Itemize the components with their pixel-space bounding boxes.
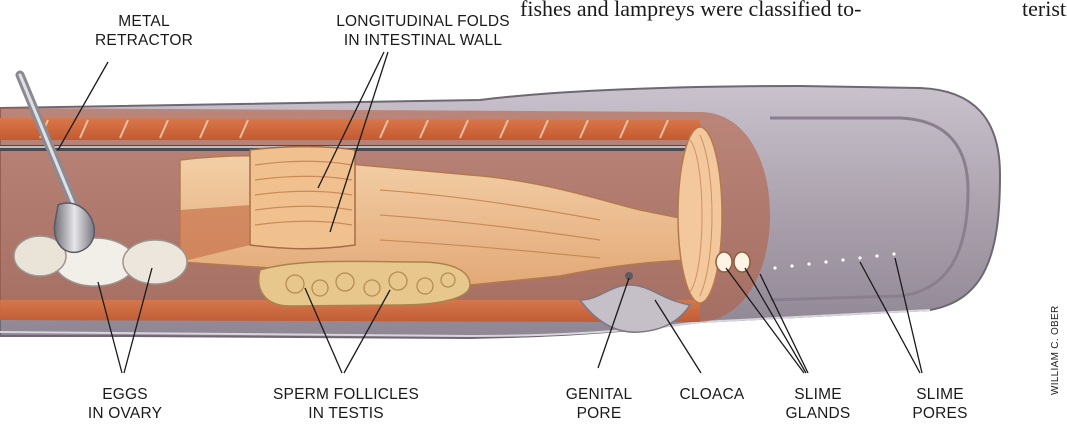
label-line: IN INTESTINAL WALL xyxy=(308,31,538,50)
label-line: CLOACA xyxy=(662,385,762,404)
label-line: GLANDS xyxy=(768,404,868,423)
label-line: EGGS xyxy=(70,385,180,404)
label-line: SLIME xyxy=(768,385,868,404)
label-eggs: EGGS IN OVARY xyxy=(70,385,180,423)
label-line: GENITAL xyxy=(544,385,654,404)
label-slime-glands: SLIME GLANDS xyxy=(768,385,868,423)
label-cloaca: CLOACA xyxy=(662,385,762,404)
label-genital-pore: GENITAL PORE xyxy=(544,385,654,423)
testis-sperm-follicles xyxy=(259,261,470,306)
label-line: LONGITUDINAL FOLDS xyxy=(308,12,538,31)
label-line: PORES xyxy=(890,404,990,423)
label-line: SLIME xyxy=(890,385,990,404)
label-metal-retractor: METAL RETRACTOR xyxy=(84,12,204,50)
article-text-center: fishes and lampreys were classified to- xyxy=(520,0,862,22)
label-sperm-follicles: SPERM FOLLICLES IN TESTIS xyxy=(256,385,436,423)
label-line: IN TESTIS xyxy=(256,404,436,423)
label-line: METAL xyxy=(84,12,204,31)
label-line: PORE xyxy=(544,404,654,423)
label-line: SPERM FOLLICLES xyxy=(256,385,436,404)
label-slime-pores: SLIME PORES xyxy=(890,385,990,423)
label-longitudinal-folds: LONGITUDINAL FOLDS IN INTESTINAL WALL xyxy=(308,12,538,50)
label-line: RETRACTOR xyxy=(84,31,204,50)
illustrator-credit: WILLIAM C. OBER xyxy=(1050,305,1061,395)
label-line: IN OVARY xyxy=(70,404,180,423)
article-text-right: teristi xyxy=(1022,0,1067,22)
